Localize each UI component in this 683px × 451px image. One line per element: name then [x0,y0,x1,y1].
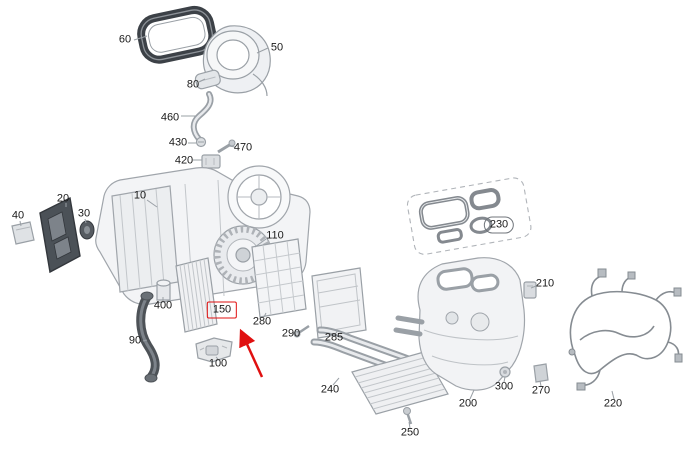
part-label-10[interactable]: 10 [133,189,147,202]
part-label-420[interactable]: 420 [174,154,194,167]
part-block-420 [201,154,221,169]
part-label-300[interactable]: 300 [494,380,514,393]
part-label-280[interactable]: 280 [252,315,272,328]
part-label-80[interactable]: 80 [186,78,200,91]
part-panel-20 [39,196,81,274]
part-270 [533,363,549,383]
part-label-240[interactable]: 240 [320,383,340,396]
part-label-40[interactable]: 40 [11,209,25,222]
highlight-arrow [239,328,264,378]
part-frame-280 [251,238,307,318]
part-label-400[interactable]: 400 [153,299,173,312]
part-40 [11,221,35,245]
part-label-30[interactable]: 30 [77,207,91,220]
part-label-430[interactable]: 430 [168,136,188,149]
part-label-460[interactable]: 460 [160,111,180,124]
part-screw-250 [403,407,413,425]
part-label-100[interactable]: 100 [208,357,228,370]
part-label-210[interactable]: 210 [535,277,555,290]
part-label-150[interactable]: 150 [206,301,238,319]
part-label-220[interactable]: 220 [603,397,623,410]
part-grommet-30 [79,220,95,240]
part-label-230[interactable]: 230 [483,216,515,234]
part-label-90[interactable]: 90 [128,334,142,347]
part-label-20[interactable]: 20 [56,192,70,205]
part-screw-470 [217,139,236,154]
part-seal-ring-60 [137,5,217,64]
part-housing-200 [393,257,526,391]
part-label-110[interactable]: 110 [266,229,284,242]
part-210 [523,281,537,299]
part-panel-285 [311,267,367,339]
part-filter-150 [175,257,218,333]
part-label-200[interactable]: 200 [458,397,478,410]
part-bolt-430 [195,136,207,148]
part-harness-220 [568,268,683,391]
part-label-50[interactable]: 50 [270,41,284,54]
part-bracket-100 [195,337,233,363]
part-heater-core-240 [351,351,449,415]
part-pipes-240 [310,326,432,382]
part-label-270[interactable]: 270 [531,384,551,397]
part-hose-90 [136,291,160,383]
part-blower-housing-50 [202,25,271,97]
leader-lines [19,35,615,429]
part-hose-460 [190,91,214,142]
part-label-250[interactable]: 250 [400,426,420,439]
part-screw-290 [293,324,310,338]
part-80 [194,69,221,90]
part-label-290[interactable]: 290 [281,327,301,340]
part-gasket-kit-230 [406,177,532,255]
part-label-60[interactable]: 60 [118,33,132,46]
part-400 [156,279,171,301]
part-label-285[interactable]: 285 [324,331,344,344]
part-label-470[interactable]: 470 [233,141,253,154]
